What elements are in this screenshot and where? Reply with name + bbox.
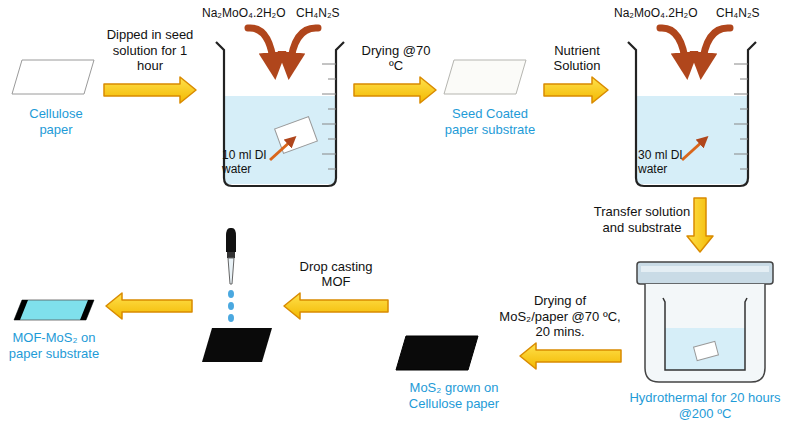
step-illustration xyxy=(392,330,516,426)
step-label: Seed Coated paper substrate xyxy=(440,106,540,137)
process-arrow xyxy=(520,343,621,369)
reagent-label: 30 ml DI water xyxy=(638,148,688,177)
step-label: Cellulose paper xyxy=(14,106,98,137)
step-label: MOF-MoS₂ on paper substrate xyxy=(6,330,102,361)
process-arrow xyxy=(544,77,608,103)
process-arrow xyxy=(687,198,713,252)
process-step: Na₂MoO₄.2H₂OCH₄N₂S 10 ml DI water xyxy=(200,4,350,194)
reagent-label: Na₂MoO₄.2H₂O xyxy=(202,6,298,20)
process-step: MOF-MoS₂ on paper substrate xyxy=(6,292,102,388)
step-condition: Dipped in seed solution for 1 hour xyxy=(104,27,196,74)
reagent-label: Na₂MoO₄.2H₂O xyxy=(614,6,710,20)
step-condition: Drying @70 ºC xyxy=(356,43,436,74)
process-step: Na₂MoO₄.2H₂O CH₄N₂S 30 ml DI water xyxy=(612,4,782,194)
reagent-label: CH₄N₂S xyxy=(296,6,350,20)
reagent-label: 10 ml DI water xyxy=(222,148,272,177)
step-illustration xyxy=(612,4,782,194)
process-arrow xyxy=(284,293,388,319)
step-label: MoS₂ grown on Cellulose paper xyxy=(396,380,512,411)
process-arrow xyxy=(106,293,192,319)
reagent-label: CH₄N₂S xyxy=(716,6,778,20)
step-condition: Drying of MoS₂/paper @70 ºC, 20 mins. xyxy=(498,293,622,340)
step-label: Hydrothermal for 20 hours @200 ºC xyxy=(625,390,785,421)
step-condition: Transfer solution and substrate xyxy=(590,204,694,235)
step-illustration xyxy=(440,54,540,154)
process-step xyxy=(196,222,280,368)
step-illustration xyxy=(196,222,280,368)
process-step: MoS₂ grown on Cellulose paper xyxy=(392,330,516,426)
process-arrow xyxy=(104,77,196,103)
process-step: Seed Coated paper substrate xyxy=(440,54,540,154)
process-arrow xyxy=(354,77,436,103)
process-step: Cellulose paper xyxy=(8,54,100,150)
step-condition: Nutrient Solution xyxy=(540,43,614,74)
process-step: Hydrothermal for 20 hours @200 ºC xyxy=(625,256,785,428)
step-condition: Drop casting MOF xyxy=(284,259,388,290)
